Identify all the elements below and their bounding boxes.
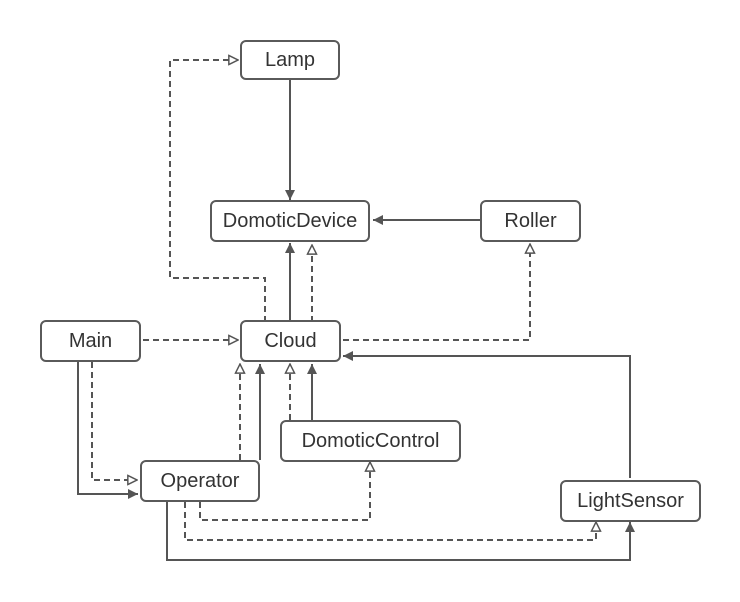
node-lamp: Lamp <box>240 40 340 80</box>
edge-operator-to-lightsensor-solid <box>166 502 635 561</box>
edge-main-to-operator-dashed <box>91 362 137 480</box>
node-main-label: Main <box>68 329 113 352</box>
node-operator-label: Operator <box>160 469 240 492</box>
node-operator: Operator <box>140 460 260 502</box>
edge-cloud-to-roller-dashed <box>343 244 530 341</box>
node-domoticcontrol-label: DomoticControl <box>301 429 440 452</box>
node-roller: Roller <box>480 200 581 242</box>
node-roller-label: Roller <box>504 209 557 232</box>
node-cloud: Cloud <box>240 320 341 362</box>
edge-cloud-to-lamp-dashed <box>169 60 266 322</box>
edge-operator-to-lightsensor-dashed <box>184 502 596 541</box>
node-domoticdevice: DomoticDevice <box>210 200 370 242</box>
node-main: Main <box>40 320 141 362</box>
node-lightsensor-label: LightSensor <box>577 489 684 512</box>
node-domoticcontrol: DomoticControl <box>280 420 461 462</box>
node-cloud-label: Cloud <box>264 329 317 352</box>
edge-lightsensor-to-cloud-solid <box>343 351 631 478</box>
edge-main-to-operator-solid <box>77 362 138 499</box>
edge-operator-to-domoticcontrol-dashed <box>199 462 370 521</box>
node-lamp-label: Lamp <box>264 48 316 71</box>
node-domoticdevice-label: DomoticDevice <box>222 209 358 232</box>
node-lightsensor: LightSensor <box>560 480 701 522</box>
